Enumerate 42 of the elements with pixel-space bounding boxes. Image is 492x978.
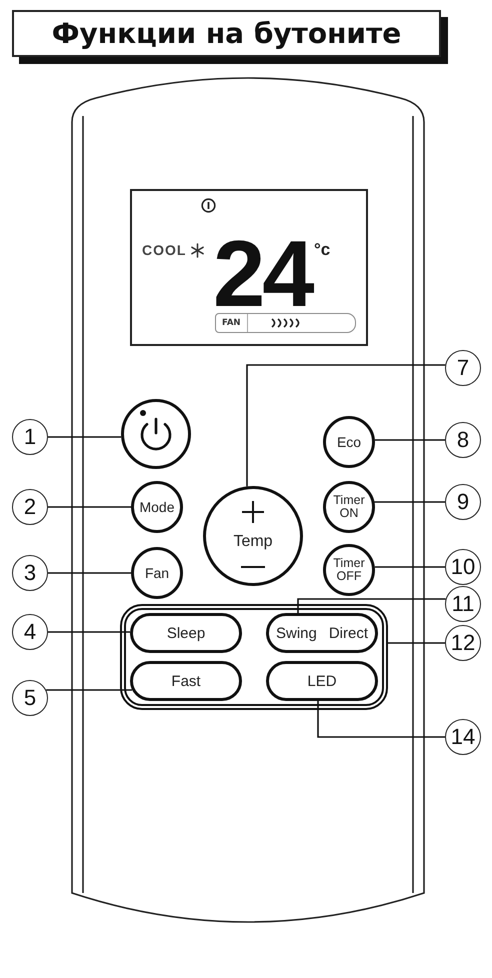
fast-button: Fast bbox=[130, 661, 242, 701]
callout-number: 3 bbox=[12, 555, 48, 591]
leader-line bbox=[374, 439, 445, 441]
mode-button: Mode bbox=[131, 481, 183, 533]
leader-line bbox=[297, 598, 446, 613]
leader-line bbox=[48, 506, 131, 508]
leader-line bbox=[388, 642, 445, 644]
led-button: LED bbox=[266, 661, 378, 701]
callout-number: 9 bbox=[445, 484, 481, 520]
callout-number: 12 bbox=[445, 625, 481, 661]
callout-number: 14 bbox=[445, 719, 481, 755]
leader-line bbox=[374, 566, 445, 568]
timer-on-button: Timer ON bbox=[323, 481, 375, 533]
mode-indicator: COOL bbox=[142, 242, 186, 258]
leader-line bbox=[317, 701, 445, 738]
timer-off-button: Timer OFF bbox=[323, 544, 375, 596]
temp-button: Temp bbox=[203, 486, 303, 586]
fan-speed-bar bbox=[215, 313, 356, 333]
sleep-button: Sleep bbox=[130, 613, 242, 653]
unit-label: °c bbox=[314, 241, 330, 259]
eco-button: Eco bbox=[323, 416, 375, 468]
callout-number: 8 bbox=[445, 422, 481, 458]
button-group-panel bbox=[120, 604, 388, 710]
leader-line bbox=[46, 689, 132, 691]
temperature-readout: 24 bbox=[213, 238, 312, 310]
fan-label: FAN bbox=[222, 318, 241, 328]
callout-number: 1 bbox=[12, 419, 48, 455]
leader-line bbox=[246, 364, 446, 486]
title-banner: Функции на бутоните bbox=[12, 10, 448, 64]
lcd-screen bbox=[130, 189, 368, 346]
fan-button: Fan bbox=[131, 547, 183, 599]
leader-line bbox=[374, 501, 445, 503]
swing-direct-button: Swing Direct bbox=[266, 613, 378, 653]
callout-number: 2 bbox=[12, 489, 48, 525]
callout-number: 5 bbox=[12, 680, 48, 716]
callout-number: 4 bbox=[12, 614, 48, 650]
callout-number: 11 bbox=[445, 586, 481, 622]
leader-line bbox=[48, 572, 131, 574]
leader-line bbox=[48, 436, 122, 438]
leader-line bbox=[48, 631, 130, 633]
callout-number: 10 bbox=[445, 549, 481, 585]
callout-number: 7 bbox=[445, 350, 481, 386]
